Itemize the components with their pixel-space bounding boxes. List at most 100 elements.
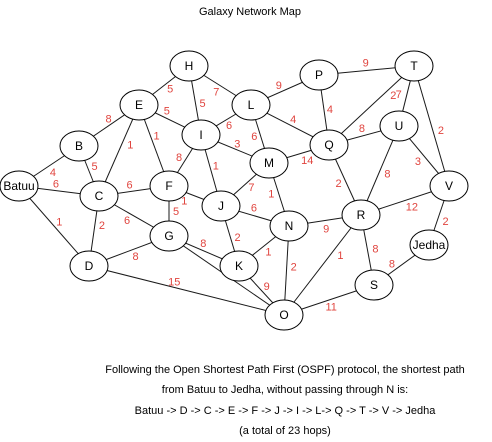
edge-weight-h-e: 5 [167, 83, 173, 95]
node-v: V [429, 170, 469, 202]
node-shape-o [264, 299, 304, 331]
node-d: D [69, 250, 109, 282]
node-label-g: G [164, 229, 173, 243]
node-k: K [219, 250, 259, 282]
node-shape-h [169, 50, 209, 82]
node-q: Q [309, 129, 349, 161]
edge-weight-batuu-d: 1 [56, 216, 62, 228]
node-h: H [169, 50, 209, 82]
node-i: I [181, 119, 221, 151]
node-label-h: H [185, 59, 194, 73]
edge-weight-u-q: 8 [359, 123, 365, 135]
edge-weight-p-l: 9 [276, 80, 282, 92]
node-p: P [299, 59, 339, 91]
edge-weight-e-b: 8 [106, 114, 112, 126]
edge-weight-j-n: 6 [251, 202, 257, 214]
node-g: G [149, 220, 189, 252]
node-label-l: L [248, 98, 255, 112]
node-shape-d [69, 250, 109, 282]
edge-weight-q-m: 14 [301, 155, 313, 167]
edge-weight-m-n: 1 [268, 189, 274, 201]
edge-weight-l-m: 6 [251, 131, 257, 143]
edge-weight-b-c: 5 [91, 161, 97, 173]
node-j: J [201, 190, 241, 222]
edge-weight-c-f: 6 [126, 180, 132, 192]
node-label-u: U [395, 119, 404, 133]
edge-weight-r-o: 1 [337, 250, 343, 262]
node-f: F [149, 170, 189, 202]
edge-weight-u-v: 3 [415, 156, 421, 168]
node-u: U [379, 110, 419, 142]
node-shape-s [354, 269, 394, 301]
node-c: C [79, 180, 119, 212]
edge-weight-g-d: 8 [132, 251, 138, 263]
node-shape-r [341, 199, 381, 231]
edge-weight-n-o: 2 [291, 261, 297, 273]
node-m: M [249, 147, 289, 179]
edge-weight-k-o: 9 [264, 281, 270, 293]
node-shape-batuu [0, 170, 39, 202]
node-s: S [354, 269, 394, 301]
node-shape-b [59, 130, 99, 162]
edge-weight-e-i: 5 [164, 106, 170, 118]
node-o: O [264, 299, 304, 331]
node-label-n: N [285, 219, 294, 233]
edge-weight-e-c: 1 [127, 140, 133, 152]
edge-weight-q-r: 2 [336, 178, 342, 190]
node-label-v: V [445, 179, 453, 193]
edge-weight-m-j: 7 [248, 182, 254, 194]
edge-weight-r-n: 9 [323, 223, 329, 235]
edge-weight-g-k: 8 [200, 238, 206, 250]
node-n: N [269, 210, 309, 242]
node-label-c: C [95, 189, 104, 203]
node-label-b: B [75, 139, 83, 153]
edge-weight-b-batuu: 4 [50, 167, 56, 179]
node-shape-m [249, 147, 289, 179]
node-label-f: F [165, 179, 172, 193]
node-b: B [59, 130, 99, 162]
edge-d-o [88, 265, 285, 316]
node-label-r: R [357, 208, 366, 222]
node-shape-n [269, 210, 309, 242]
edge-weight-i-j: 1 [213, 160, 219, 172]
edge-weight-v-r: 12 [406, 202, 418, 214]
node-label-d: D [85, 259, 94, 273]
edge-weight-d-o: 15 [168, 276, 180, 288]
node-e: E [119, 89, 159, 121]
edge-weight-e-f: 1 [154, 130, 160, 142]
edge-t-q [328, 65, 415, 146]
node-t: T [394, 50, 434, 82]
edge-weight-batuu-c: 6 [53, 179, 59, 191]
node-label-s: S [370, 278, 378, 292]
node-shape-v [429, 170, 469, 202]
node-shape-t [394, 50, 434, 82]
node-shape-e [119, 89, 159, 121]
node-r: R [341, 199, 381, 231]
edge-weight-p-t: 9 [363, 58, 369, 70]
edge-weight-jedha-s: 8 [389, 258, 395, 270]
edge-weight-t-q: 2 [390, 90, 396, 102]
diagram-title: Galaxy Network Map [199, 6, 301, 18]
node-shape-jedha [409, 229, 449, 261]
node-label-jedha: Jedha [413, 238, 446, 252]
edge-weight-h-l: 7 [213, 86, 219, 98]
edge-e-c [98, 104, 140, 197]
node-batuu: Batuu [0, 170, 39, 202]
edge-weight-l-q: 4 [290, 114, 296, 126]
node-shape-k [219, 250, 259, 282]
caption-line-2: from Batuu to Jedha, without passing thr… [162, 384, 408, 396]
edge-t-v [413, 65, 450, 187]
edge-weight-r-s: 8 [372, 244, 378, 256]
edge-weight-h-i: 5 [199, 98, 205, 110]
edge-weight-f-j: 1 [181, 196, 187, 208]
edge-weight-s-o: 11 [325, 302, 336, 314]
node-label-e: E [135, 98, 143, 112]
node-label-j: J [218, 199, 224, 213]
edge-weight-c-d: 2 [99, 220, 105, 232]
node-shape-l [231, 89, 271, 121]
caption-line-4: (a total of 23 hops) [239, 425, 331, 437]
node-shape-c [79, 180, 119, 212]
